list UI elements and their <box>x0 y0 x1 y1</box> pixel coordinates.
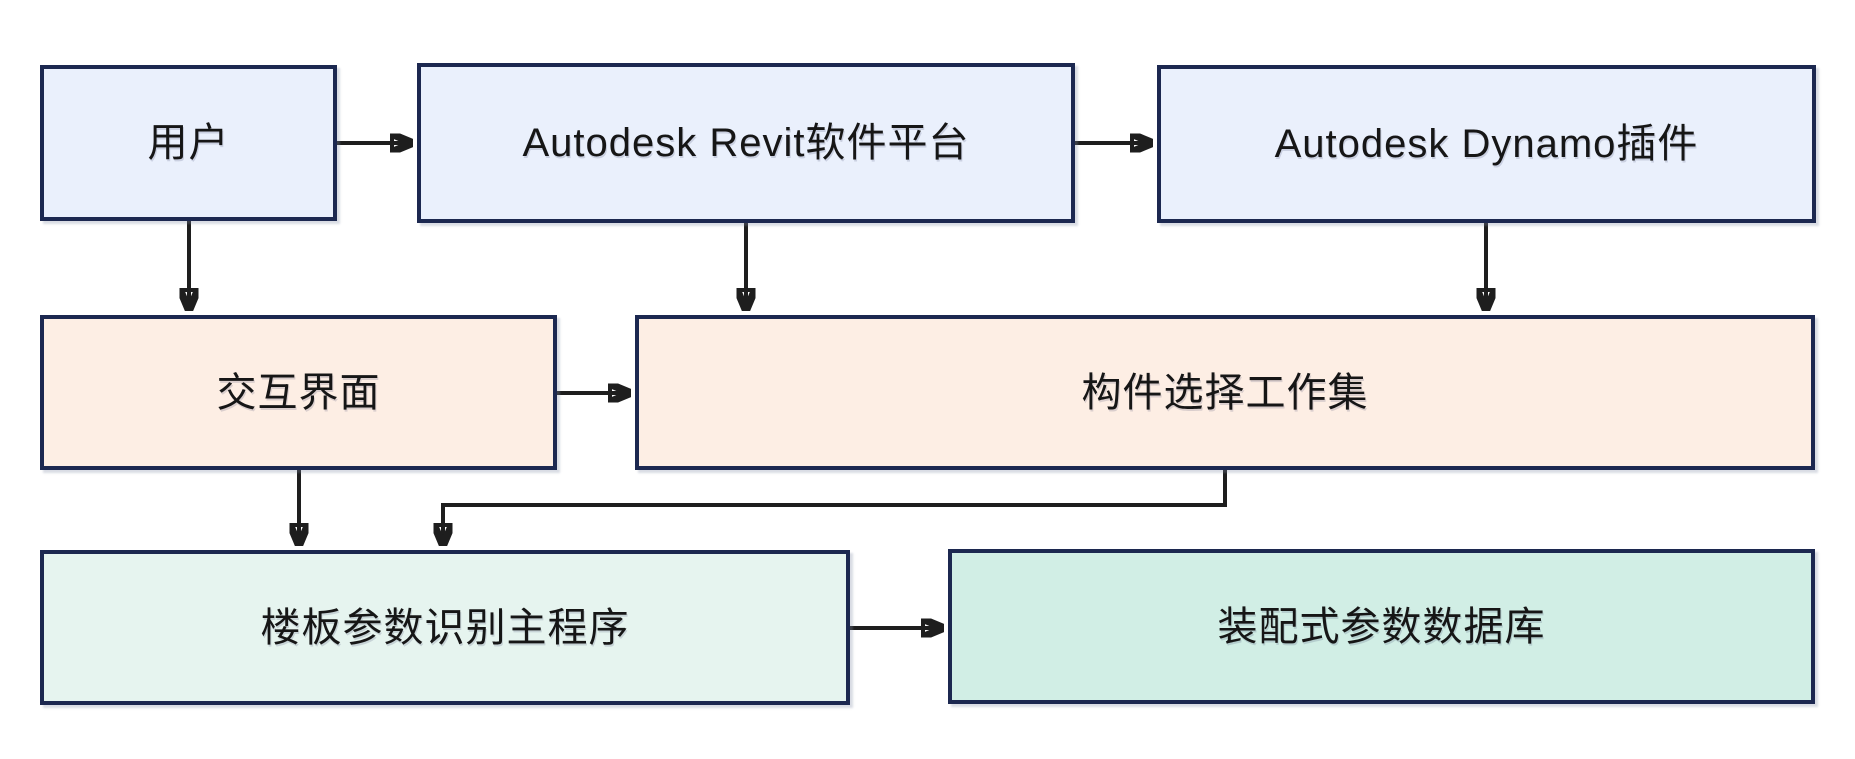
node-user: 用户 <box>40 65 337 221</box>
edge-workset-to-main-program <box>443 470 1227 546</box>
node-revit-platform-label: Autodesk Revit软件平台 <box>522 121 970 165</box>
node-interactive-interface-label: 交互界面 <box>216 370 381 415</box>
node-component-selection-workset-label: 构件选择工作集 <box>1081 370 1369 415</box>
node-dynamo-plugin: Autodesk Dynamo插件 <box>1157 65 1816 223</box>
node-dynamo-plugin-label: Autodesk Dynamo插件 <box>1274 122 1699 166</box>
node-prefab-parameter-database-label: 装配式参数数据库 <box>1217 604 1546 649</box>
node-prefab-parameter-database: 装配式参数数据库 <box>948 549 1815 704</box>
node-user-label: 用户 <box>147 121 230 165</box>
node-slab-parameter-main-program: 楼板参数识别主程序 <box>40 550 850 705</box>
node-revit-platform: Autodesk Revit软件平台 <box>417 63 1075 223</box>
node-slab-parameter-main-program-label: 楼板参数识别主程序 <box>260 605 630 650</box>
node-interactive-interface: 交互界面 <box>40 315 557 470</box>
node-component-selection-workset: 构件选择工作集 <box>635 315 1815 470</box>
